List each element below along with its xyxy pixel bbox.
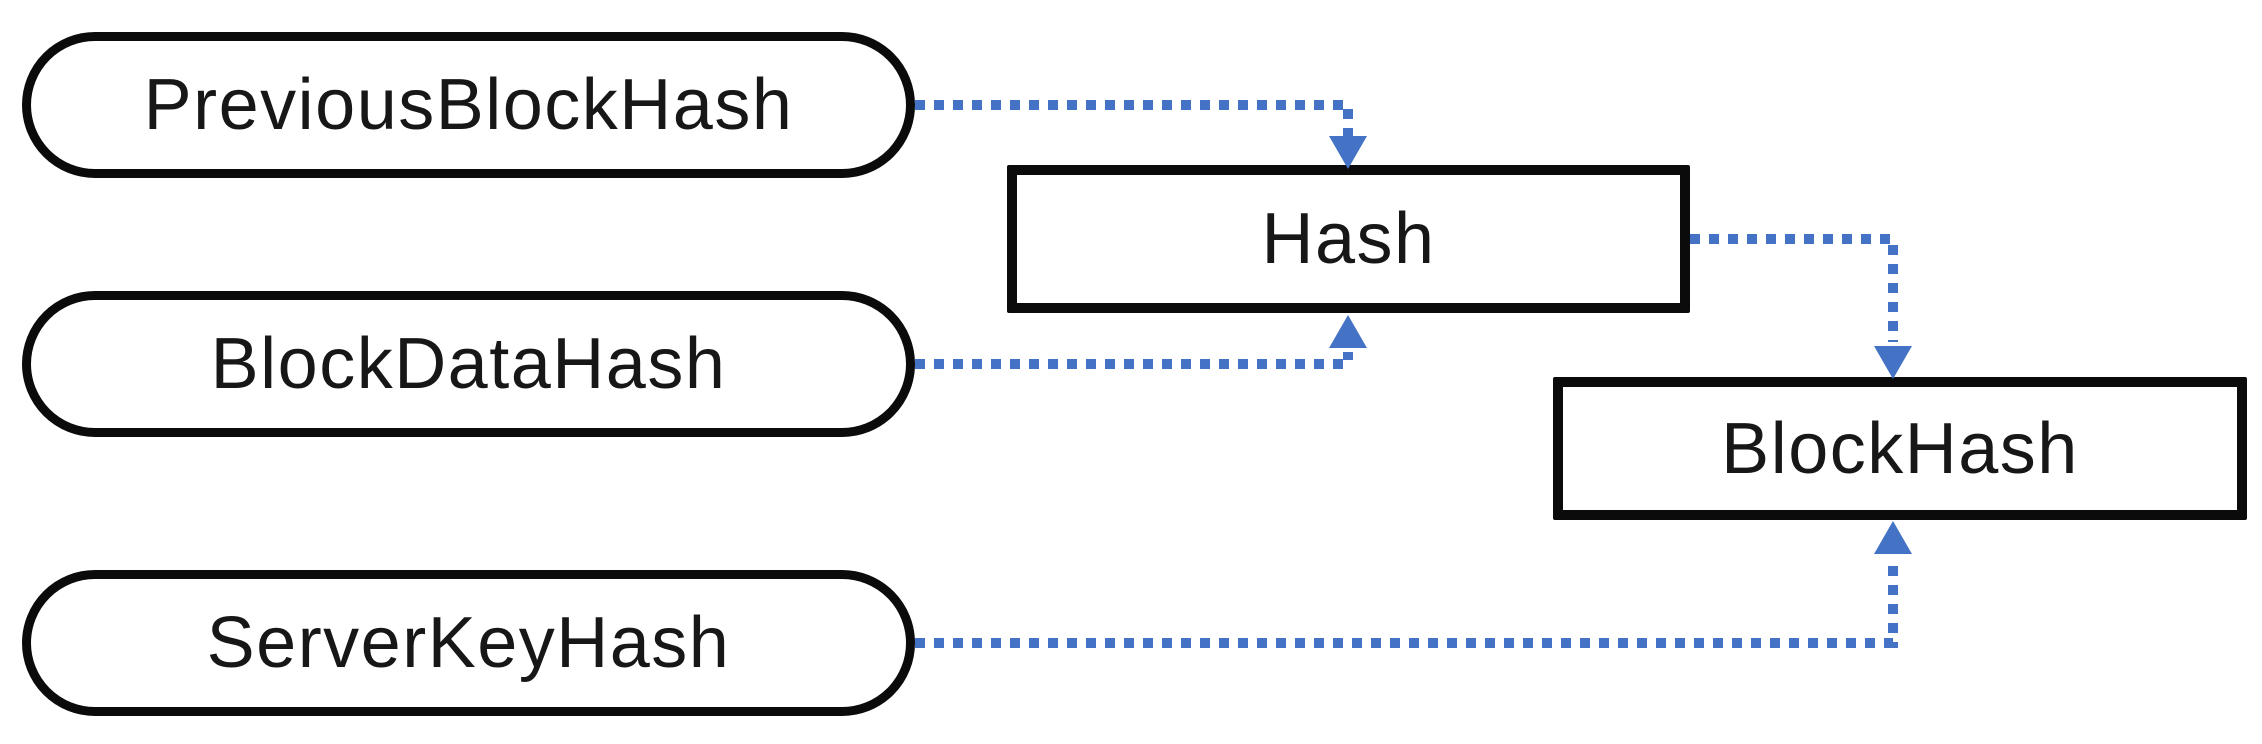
node-block-data-hash: BlockDataHash — [22, 291, 915, 437]
edge-previousblockhash-to-hash — [915, 100, 1353, 140]
node-block-hash-label: BlockHash — [1721, 408, 2079, 489]
edge-hash-to-blockhash — [1690, 234, 1898, 342]
edge-blockdatahash-to-hash-arrowhead — [1329, 315, 1367, 348]
node-hash: Hash — [1007, 165, 1690, 313]
node-server-key-hash-label: ServerKeyHash — [206, 603, 731, 683]
node-block-data-hash-label: BlockDataHash — [210, 324, 727, 404]
edge-serverkeyhash-to-blockhash — [915, 558, 1898, 648]
edge-hash-to-blockhash-arrowhead — [1874, 346, 1912, 379]
node-hash-label: Hash — [1261, 199, 1436, 279]
node-block-hash: BlockHash — [1553, 377, 2247, 520]
edge-blockdatahash-to-hash — [915, 352, 1353, 369]
edge-serverkeyhash-to-blockhash-arrowhead — [1874, 521, 1912, 554]
node-previous-block-hash-label: PreviousBlockHash — [143, 65, 794, 145]
node-server-key-hash: ServerKeyHash — [22, 570, 915, 716]
node-previous-block-hash: PreviousBlockHash — [22, 32, 915, 178]
